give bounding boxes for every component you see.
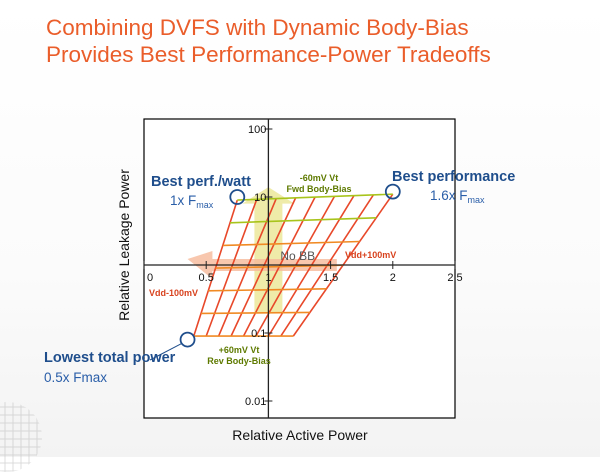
- tick-labels: 0 0.5 1 1.5 2 2.5 100 10 0.1 0.01 No BB: [143, 124, 463, 408]
- x-axis-label: Relative Active Power: [232, 427, 368, 443]
- callout-best-perf-watt-sub: 1x Fmax: [170, 193, 214, 210]
- x-tick-label: 0: [147, 272, 153, 284]
- data-point-circle: [179, 331, 196, 348]
- data-points: [149, 183, 401, 361]
- callout-lowest-power-sub: 0.5x Fmax: [44, 370, 108, 385]
- x-tick-label: 2.5: [447, 272, 462, 284]
- origin-label: No BB: [280, 249, 315, 263]
- annotation-line-1: +60mV Vt: [219, 345, 260, 355]
- callout-best-performance-sub: 1.6x Fmax: [430, 188, 485, 205]
- callout-best-performance-title: Best performance: [392, 169, 516, 185]
- annotation-line-1: Vdd+100mV: [345, 250, 396, 260]
- data-point-circle: [229, 189, 246, 205]
- chart: 0 0.5 1 1.5 2 2.5 100 10 0.1 0.01 No BB -60mV VtFw…: [143, 118, 463, 419]
- bias-gridline: [222, 240, 360, 247]
- x-tick-label: 1: [265, 272, 271, 284]
- bias-gridline: [208, 288, 327, 292]
- slide-title-line-1: Combining DVFS with Dynamic Body-Bias: [46, 15, 469, 40]
- bias-gridline: [237, 193, 393, 201]
- callout-lowest-power-title: Lowest total power: [44, 350, 176, 366]
- annotation-line-1: -60mV Vt: [300, 173, 339, 183]
- y-tick-label: 100: [248, 124, 266, 136]
- annotation-line-2: Fwd Body-Bias: [286, 184, 351, 194]
- data-point-circle: [384, 183, 401, 200]
- slide-title: Combining DVFS with Dynamic Body-Bias Pr…: [46, 14, 491, 68]
- callout-best-perf-watt-title: Best perf./watt: [151, 174, 251, 190]
- y-tick-label: 0.1: [251, 328, 266, 340]
- annotation-line-1: Vdd-100mV: [149, 288, 198, 298]
- y-axis-label: Relative Leakage Power: [116, 169, 132, 321]
- bias-gridline: [201, 311, 310, 315]
- x-tick-label: 1.5: [323, 272, 338, 284]
- leader-line: [149, 343, 182, 361]
- annotation-line-2: Rev Body-Bias: [207, 356, 271, 366]
- bias-gridline: [230, 217, 377, 224]
- slide-title-line-2: Provides Best Performance-Power Tradeoff…: [46, 42, 491, 67]
- y-tick-label: 0.01: [245, 396, 266, 408]
- y-tick-label: 10: [254, 192, 266, 204]
- x-tick-label: 0.5: [199, 272, 214, 284]
- x-tick-label: 2: [390, 272, 396, 284]
